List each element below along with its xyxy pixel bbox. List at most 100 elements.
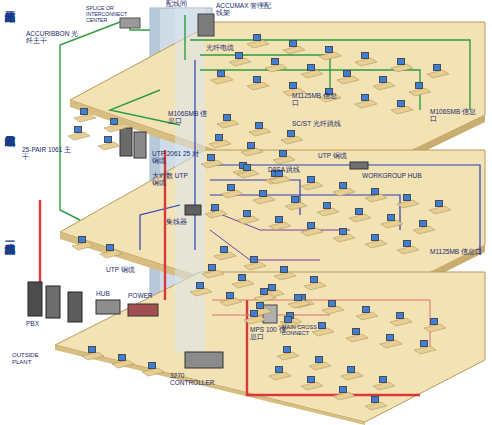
workstation — [237, 164, 259, 178]
horizontal-cables — [212, 300, 430, 350]
callout-label: PBX — [26, 320, 50, 327]
screen — [248, 143, 254, 148]
screen — [290, 83, 296, 88]
monitor — [307, 222, 315, 229]
screen — [149, 363, 155, 368]
workgroup-hub — [350, 162, 368, 169]
workstation — [409, 82, 431, 96]
desk — [112, 360, 134, 368]
desk — [190, 288, 212, 296]
workstation — [301, 176, 323, 190]
workstation — [427, 64, 449, 78]
screen — [397, 313, 403, 318]
workstation — [273, 150, 295, 164]
workstation — [232, 274, 254, 288]
screen — [380, 77, 386, 82]
desk — [232, 280, 254, 288]
screen — [257, 303, 263, 308]
screen — [308, 177, 314, 182]
workstation — [220, 292, 242, 306]
desk — [244, 262, 266, 270]
callout-label: ACCUMAX 管理配线架 — [216, 2, 276, 17]
monitor — [74, 126, 82, 133]
desk — [380, 340, 402, 348]
workstation — [250, 302, 272, 316]
callout-label: UTP 铜缆 — [106, 266, 146, 273]
desk — [104, 124, 126, 132]
workstation — [269, 216, 291, 230]
monitor — [371, 188, 379, 195]
fiber-cables — [60, 15, 470, 220]
monitor — [110, 118, 118, 125]
workstation — [285, 196, 307, 210]
monitor — [323, 202, 331, 209]
screen — [244, 211, 250, 216]
monitor — [207, 154, 215, 161]
desk — [301, 228, 323, 236]
callout-label: 3270 CONTROLLER — [170, 372, 230, 387]
screen — [398, 59, 404, 64]
workstation — [317, 202, 339, 216]
screen — [284, 347, 290, 352]
monitor — [307, 176, 315, 183]
floor-title: 第三层光纤区域布线 — [4, 4, 15, 60]
desk — [249, 128, 271, 136]
workstation — [283, 40, 305, 54]
screen — [197, 283, 203, 288]
desk — [333, 234, 355, 242]
callout-label: MAIN CROSS CONNECT — [282, 324, 328, 337]
desk — [254, 294, 276, 302]
workstation — [397, 194, 419, 208]
monitor — [226, 292, 234, 299]
monitor — [208, 264, 216, 271]
workstation — [247, 76, 269, 90]
screen — [372, 189, 378, 194]
workstation — [244, 256, 266, 270]
desk — [301, 382, 323, 390]
monitor — [339, 182, 347, 189]
desk — [288, 300, 310, 308]
desk — [333, 188, 355, 196]
workstation — [365, 188, 387, 202]
workstation — [333, 228, 355, 242]
power-unit — [128, 304, 158, 316]
desk — [424, 324, 446, 332]
monitor — [397, 58, 405, 65]
rack — [68, 292, 82, 322]
workstation — [214, 246, 236, 260]
screen — [251, 311, 257, 316]
monitor — [339, 386, 347, 393]
workstation — [253, 190, 275, 204]
monitor — [328, 300, 336, 307]
monitor — [256, 302, 264, 309]
desk — [285, 202, 307, 210]
screen — [326, 47, 332, 52]
workstation — [390, 312, 412, 326]
workstation — [217, 114, 239, 128]
floor-title: 第一层典型结构化布线系统 — [4, 236, 15, 302]
desk — [274, 272, 296, 280]
desk — [391, 106, 413, 114]
screen — [227, 293, 233, 298]
workstation — [281, 130, 303, 144]
desk — [413, 226, 435, 234]
rack — [120, 128, 132, 156]
screen — [89, 347, 95, 352]
desk — [237, 216, 259, 224]
screen — [239, 275, 245, 280]
callout-label: UTP 铜缆 — [318, 152, 350, 159]
monitor — [253, 76, 261, 83]
callout-label: UTP 2061 25 对铜缆 — [152, 150, 202, 165]
workstation — [288, 294, 310, 308]
screen — [216, 135, 222, 140]
screen — [416, 83, 422, 88]
workstation — [237, 210, 259, 224]
patch-panel — [198, 14, 214, 36]
copper-cables — [140, 60, 480, 255]
monitor — [386, 334, 394, 341]
monitor — [118, 354, 126, 361]
monitor — [403, 240, 411, 247]
monitor — [283, 346, 291, 353]
callout-label: SC/ST 光纤跳线 — [292, 120, 348, 127]
